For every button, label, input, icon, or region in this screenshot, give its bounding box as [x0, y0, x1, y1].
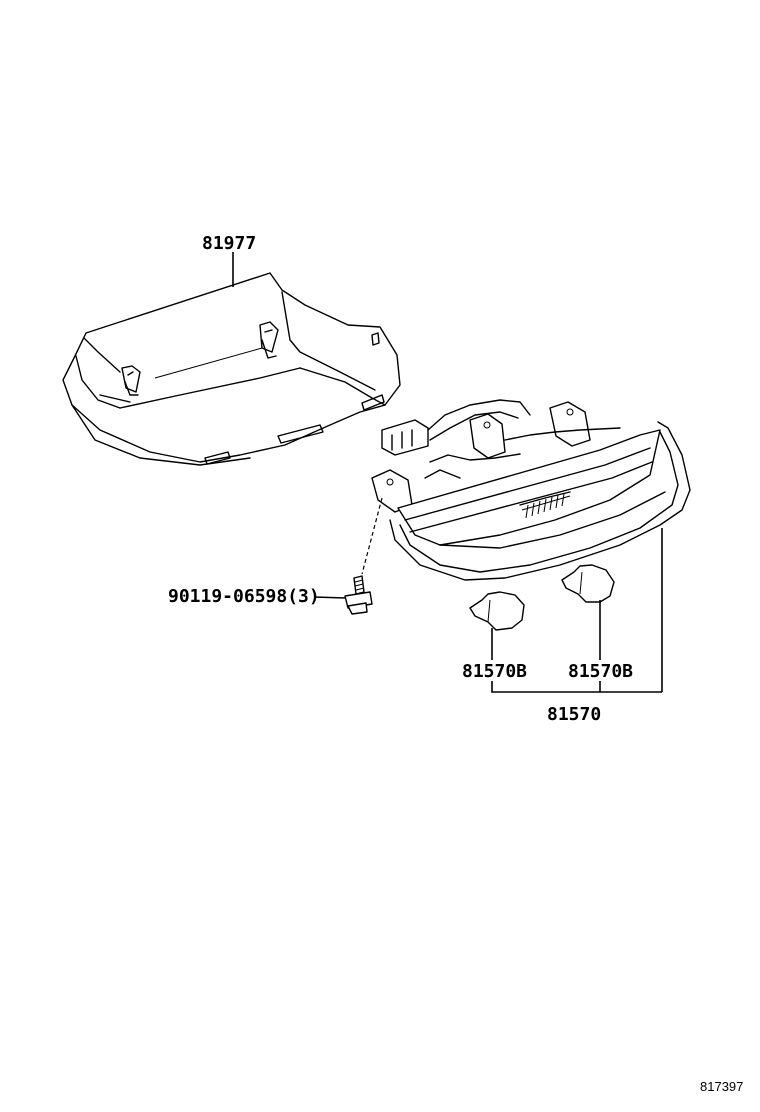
cover-part-drawing[interactable]	[62, 272, 401, 466]
lamp-assembly-part-number[interactable]: 81570	[547, 704, 601, 725]
bulb-left-drawing[interactable]	[469, 591, 525, 631]
bolt-drawing[interactable]	[344, 575, 373, 615]
bulb-right-drawing[interactable]	[561, 564, 615, 603]
bulb-right-part-number[interactable]: 81570B	[568, 661, 633, 682]
diagram-reference-code: 817397	[700, 1079, 743, 1094]
bolt-part-number[interactable]: 90119-06598(3)	[168, 586, 320, 607]
bolt-dashed-guide	[361, 497, 383, 575]
cover-part-number[interactable]: 81977	[202, 233, 256, 254]
assembly-bracket-line	[491, 681, 662, 693]
lamp-assembly-drawing[interactable]	[371, 399, 691, 581]
bolt-leader-line	[313, 596, 347, 599]
bulb-left-part-number[interactable]: 81570B	[462, 661, 527, 682]
